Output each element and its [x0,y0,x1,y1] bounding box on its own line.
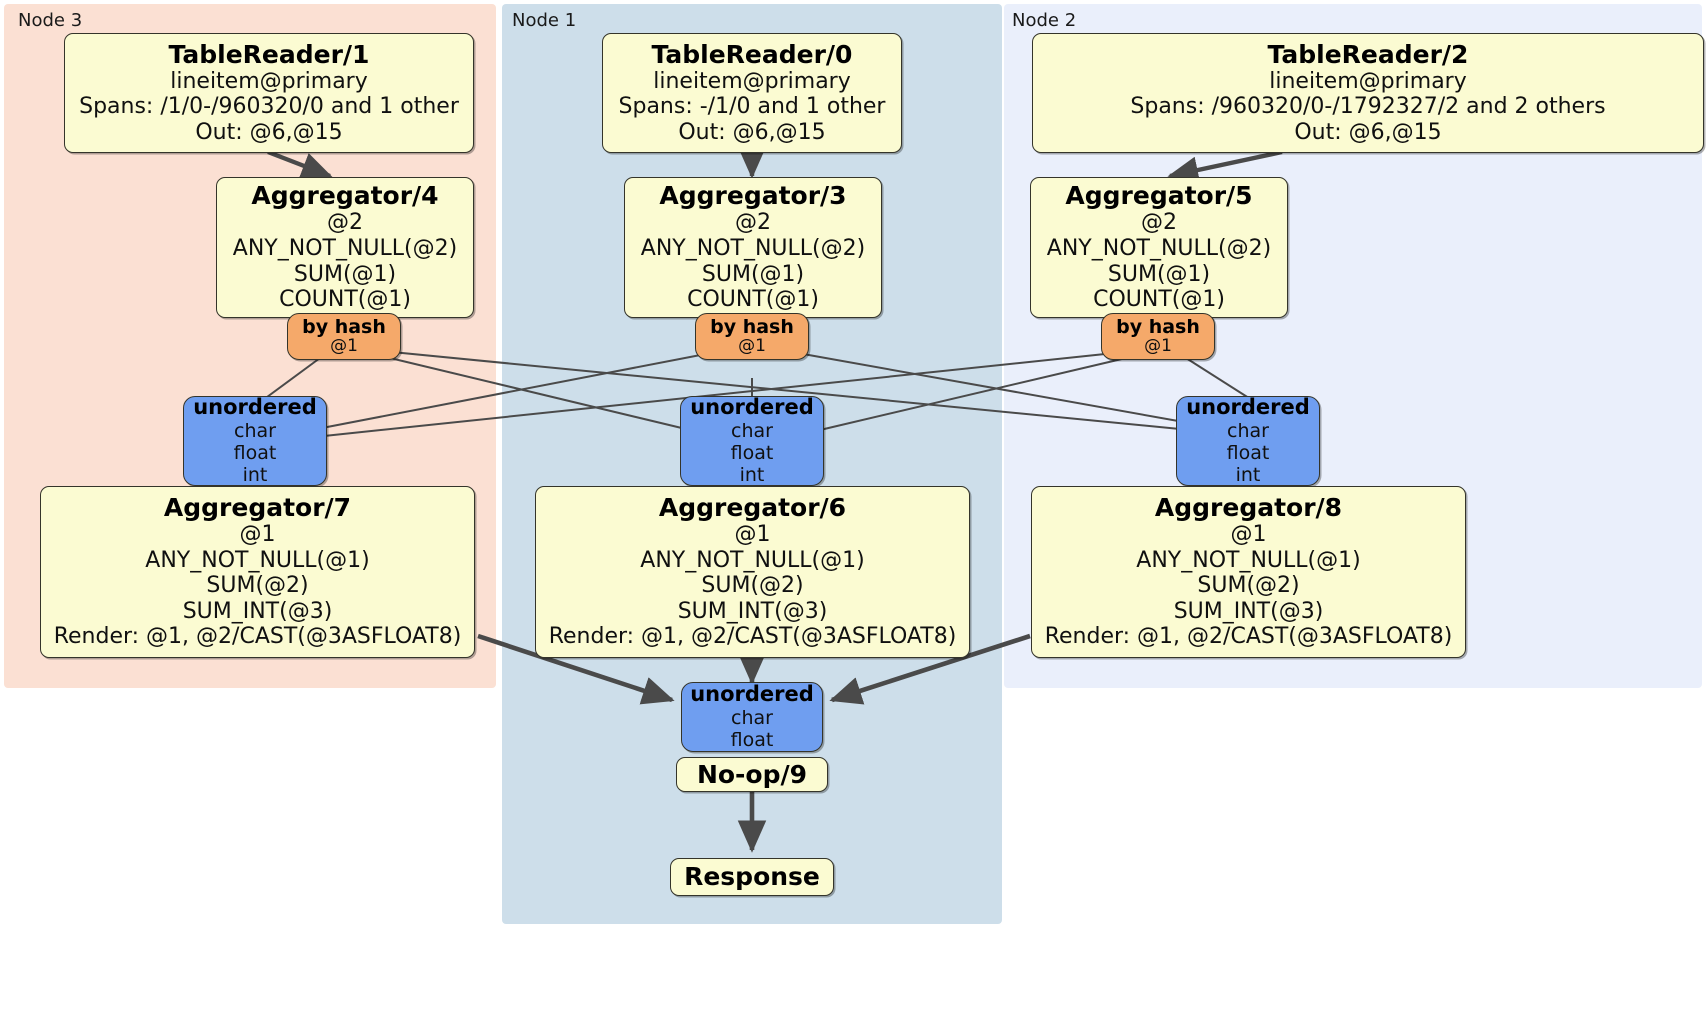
processor-aggregator-7[interactable]: Aggregator/7 @1 ANY_NOT_NULL(@1) SUM(@2)… [40,486,475,658]
processor-aggregator-5[interactable]: Aggregator/5 @2 ANY_NOT_NULL(@2) SUM(@1)… [1030,177,1288,318]
input-synchronizer-unordered-left[interactable]: unordered char float int [183,396,327,486]
processor-line: Spans: /960320/0-/1792327/2 and 2 others [1130,94,1606,120]
processor-line: SUM(@2) [701,573,804,599]
processor-line: Render: @1, @2/CAST(@3ASFLOAT8) [1044,624,1453,650]
processor-line: Out: @6,@15 [1294,119,1442,145]
processor-line: ANY_NOT_NULL(@2) [232,235,458,261]
router-line: int [242,463,268,486]
processor-title: Aggregator/8 [1154,493,1343,523]
processor-line: SUM(@1) [701,261,805,287]
processor-table-reader-1[interactable]: TableReader/1 lineitem@primary Spans: /1… [64,33,474,153]
router-line: @1 [330,336,358,357]
processor-line: SUM(@2) [206,573,309,599]
output-router-by-hash-right[interactable]: by hash @1 [1101,313,1215,360]
panel-node-1-label: Node 1 [512,10,577,31]
processor-line: Out: @6,@15 [195,119,343,145]
output-router-by-hash-left[interactable]: by hash @1 [287,313,401,360]
processor-aggregator-6[interactable]: Aggregator/6 @1 ANY_NOT_NULL(@1) SUM(@2)… [535,486,970,658]
processor-title: TableReader/0 [651,39,853,69]
processor-line: lineitem@primary [1269,68,1467,94]
input-synchronizer-unordered-final[interactable]: unordered char float [681,682,823,752]
processor-line: Spans: /1/0-/960320/0 and 1 other [79,94,459,120]
router-line: @1 [1144,336,1172,357]
processor-aggregator-4[interactable]: Aggregator/4 @2 ANY_NOT_NULL(@2) SUM(@1)… [216,177,474,318]
processor-response[interactable]: Response [670,858,834,896]
router-title: by hash [1116,315,1200,338]
processor-title: No-op/9 [696,759,808,789]
router-line: float [233,441,277,464]
router-title: unordered [690,682,814,707]
processor-line: ANY_NOT_NULL(@2) [640,235,866,261]
processor-title: Aggregator/6 [658,493,847,523]
processor-aggregator-3[interactable]: Aggregator/3 @2 ANY_NOT_NULL(@2) SUM(@1)… [624,177,882,318]
router-line: char [731,706,773,729]
panel-node-3-label: Node 3 [18,10,83,31]
processor-line: ANY_NOT_NULL(@1) [640,547,865,573]
processor-line: SUM_INT(@3) [182,598,333,624]
processor-line: lineitem@primary [653,68,851,94]
router-title: unordered [690,395,814,420]
processor-line: COUNT(@1) [279,287,411,313]
processor-title: Aggregator/4 [251,181,439,211]
router-title: unordered [193,395,317,420]
processor-title: Aggregator/7 [163,493,352,523]
router-title: unordered [1186,395,1310,420]
processor-line: ANY_NOT_NULL(@1) [1136,547,1361,573]
processor-line: @2 [735,210,771,236]
processor-title: TableReader/1 [168,39,370,69]
processor-line: COUNT(@1) [687,287,819,313]
processor-line: lineitem@primary [170,68,368,94]
router-title: by hash [710,315,794,338]
processor-line: @1 [734,522,771,548]
processor-table-reader-2[interactable]: TableReader/2 lineitem@primary Spans: /9… [1032,33,1704,153]
processor-line: SUM_INT(@3) [1173,598,1324,624]
processor-no-op-9[interactable]: No-op/9 [676,757,828,792]
processor-line: @2 [327,210,363,236]
processor-line: COUNT(@1) [1093,287,1225,313]
processor-aggregator-8[interactable]: Aggregator/8 @1 ANY_NOT_NULL(@1) SUM(@2)… [1031,486,1466,658]
processor-line: Render: @1, @2/CAST(@3ASFLOAT8) [53,624,462,650]
router-line: char [234,419,276,442]
router-line: float [1226,441,1270,464]
processor-table-reader-0[interactable]: TableReader/0 lineitem@primary Spans: -/… [602,33,902,153]
processor-line: ANY_NOT_NULL(@1) [145,547,370,573]
router-line: int [1235,463,1261,486]
processor-line: @1 [239,522,276,548]
processor-line: SUM(@2) [1197,573,1300,599]
processor-line: SUM(@1) [1107,261,1211,287]
processor-line: ANY_NOT_NULL(@2) [1046,235,1272,261]
output-router-by-hash-middle[interactable]: by hash @1 [695,313,809,360]
processor-line: @1 [1230,522,1267,548]
router-line: float [730,441,774,464]
router-line: @1 [738,336,766,357]
router-line: int [739,463,765,486]
input-synchronizer-unordered-middle[interactable]: unordered char float int [680,396,824,486]
processor-line: Render: @1, @2/CAST(@3ASFLOAT8) [548,624,957,650]
processor-line: Out: @6,@15 [678,119,826,145]
processor-title: TableReader/2 [1267,39,1469,69]
processor-line: SUM_INT(@3) [677,598,828,624]
router-title: by hash [302,315,386,338]
processor-line: @2 [1141,210,1177,236]
processor-title: Response [684,862,820,891]
router-line: char [731,419,773,442]
panel-node-2-label: Node 2 [1012,10,1077,31]
processor-title: Aggregator/3 [659,181,847,211]
processor-title: Aggregator/5 [1065,181,1253,211]
processor-line: SUM(@1) [293,261,397,287]
processor-line: Spans: -/1/0 and 1 other [618,94,886,120]
router-line: float [730,728,774,751]
input-synchronizer-unordered-right[interactable]: unordered char float int [1176,396,1320,486]
router-line: char [1227,419,1269,442]
